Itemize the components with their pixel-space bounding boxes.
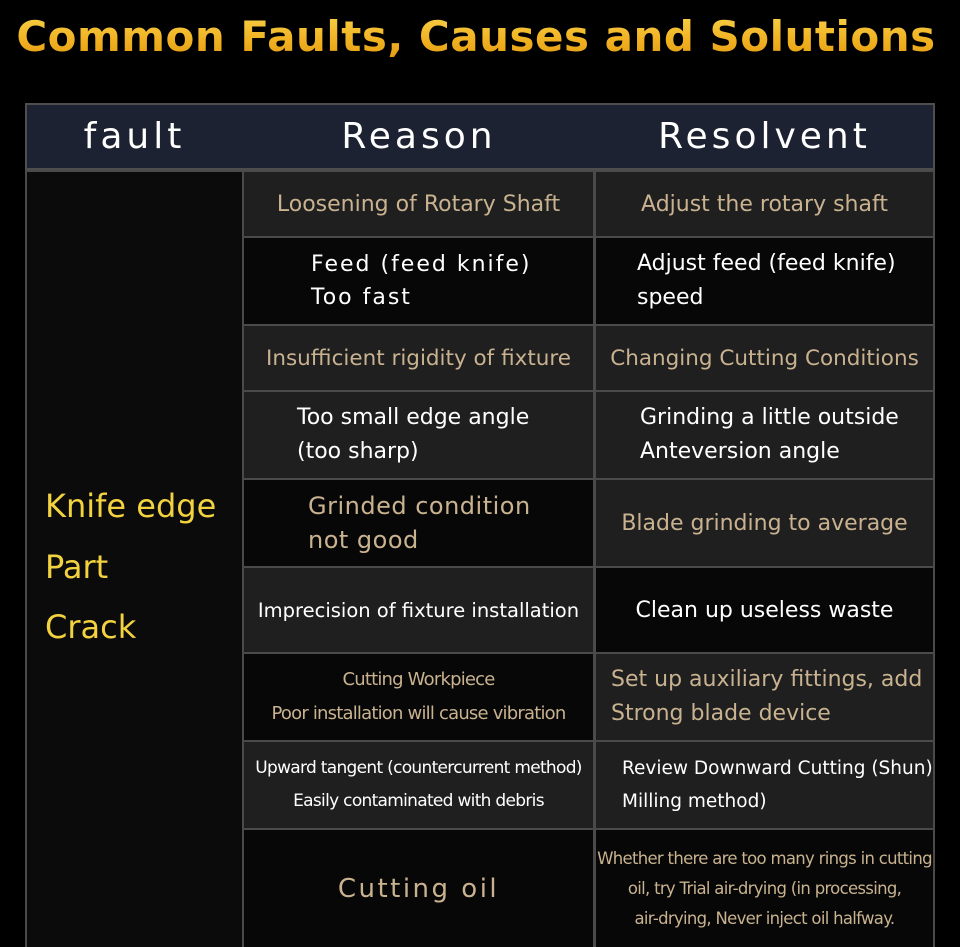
- resolvent-line: speed: [637, 285, 704, 310]
- reason-cell: Upward tangent (countercurrent method) E…: [244, 742, 593, 828]
- header-reason: Reason: [341, 116, 497, 157]
- reason-cell: Insufficient rigidity of fixture: [244, 326, 593, 390]
- table-header: fault Reason Resolvent: [25, 103, 935, 170]
- reason-line: Imprecision of fixture installation: [257, 598, 580, 622]
- resolvent-line: Adjust feed (feed knife): [637, 251, 896, 276]
- fault-line: Knife edge: [45, 487, 217, 525]
- resolvent-cell: Whether there are too many rings in cutt…: [596, 830, 933, 947]
- reason-cell: Too small edge angle (too sharp): [244, 392, 593, 478]
- reason-line: Poor installation will cause vibration: [271, 703, 566, 724]
- reason-line: Too small edge angle: [297, 405, 530, 430]
- reason-line: Cutting oil: [337, 873, 500, 904]
- reason-line: not good: [308, 526, 419, 554]
- reason-cell: Cutting Workpiece Poor installation will…: [244, 654, 593, 740]
- resolvent-line: Changing Cutting Conditions: [610, 345, 919, 371]
- resolvent-line: air-drying, Never inject oil halfway.: [634, 908, 896, 928]
- resolvent-cell: Set up auxiliary fittings, add Strong bl…: [596, 654, 933, 740]
- reason-line: Feed (feed knife): [311, 252, 532, 277]
- fault-cell: Knife edge Part Crack: [27, 172, 242, 947]
- resolvent-cell: Blade grinding to average: [596, 480, 933, 566]
- resolvent-line: Blade grinding to average: [621, 510, 908, 536]
- reason-line: Loosening of Rotary Shaft: [276, 191, 561, 217]
- resolvent-line: Milling method): [622, 791, 767, 812]
- resolvent-line: Set up auxiliary fittings, add: [611, 667, 923, 692]
- reason-line: (too sharp): [297, 439, 419, 464]
- resolvent-cell: Review Downward Cutting (Shun) Milling m…: [596, 742, 933, 828]
- header-resolvent: Resolvent: [658, 116, 871, 157]
- reason-cell: Grinded condition not good: [244, 480, 593, 566]
- faults-table: fault Reason Resolvent Knife edge Part C…: [25, 103, 935, 947]
- reason-line: Easily contaminated with debris: [293, 791, 544, 811]
- resolvent-line: Strong blade device: [611, 701, 831, 726]
- fault-label: Knife edge Part Crack: [45, 476, 216, 658]
- resolvent-line: Anteversion angle: [640, 439, 840, 464]
- resolvent-cell: Clean up useless waste: [596, 568, 933, 652]
- reason-cell: Imprecision of fixture installation: [244, 568, 593, 652]
- resolvent-line: Adjust the rotary shaft: [641, 191, 888, 217]
- reason-line: Grinded condition: [308, 492, 531, 520]
- fault-line: Crack: [45, 608, 137, 646]
- resolvent-line: Review Downward Cutting (Shun): [622, 758, 933, 779]
- resolvent-line: Whether there are too many rings in cutt…: [597, 848, 932, 868]
- reason-cell: Feed (feed knife) Too fast: [244, 238, 593, 324]
- reason-line: Cutting Workpiece: [342, 669, 495, 690]
- resolvent-cell: Changing Cutting Conditions: [596, 326, 933, 390]
- reason-line: Too fast: [311, 285, 412, 310]
- resolvent-cell: Adjust feed (feed knife) speed: [596, 238, 933, 324]
- reason-line: Upward tangent (countercurrent method): [255, 758, 582, 778]
- resolvent-line: Clean up useless waste: [635, 597, 894, 623]
- resolvent-cell: Adjust the rotary shaft: [596, 172, 933, 236]
- resolvent-cell: Grinding a little outside Anteversion an…: [596, 392, 933, 478]
- reason-cell: Cutting oil: [244, 830, 593, 947]
- header-fault: fault: [83, 116, 186, 157]
- reason-cell: Loosening of Rotary Shaft: [244, 172, 593, 236]
- fault-line: Part: [45, 547, 109, 586]
- page-title: Common Faults, Causes and Solutions: [0, 12, 952, 61]
- reason-line: Insufficient rigidity of fixture: [265, 345, 571, 371]
- resolvent-line: oil, try Trial air-drying (in processing…: [627, 878, 902, 898]
- resolvent-line: Grinding a little outside: [640, 405, 899, 430]
